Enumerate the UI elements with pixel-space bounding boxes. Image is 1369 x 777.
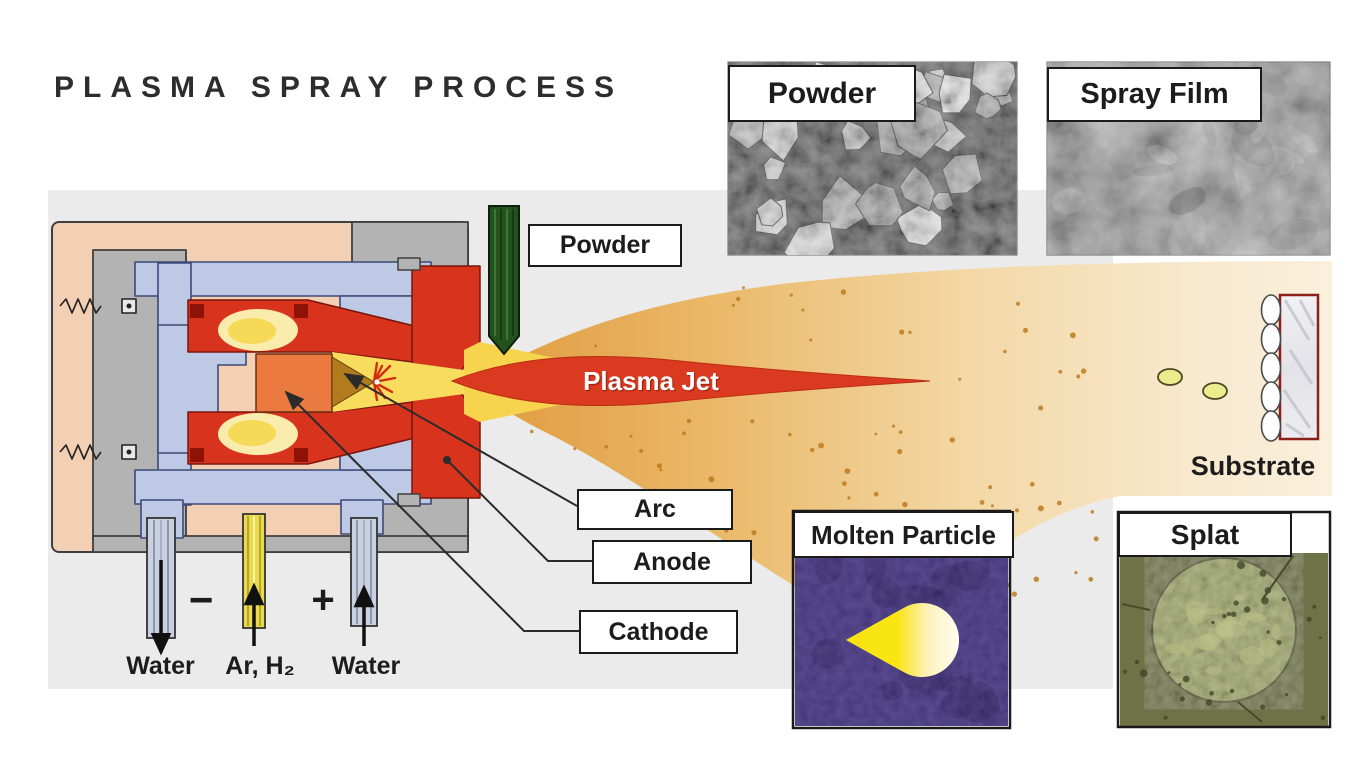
cathode-polarity-sign: − [188,576,214,623]
molten-particle-panel-label: Molten Particle [793,511,1014,558]
diagram-title: PLASMA SPRAY PROCESS [54,71,623,104]
splat-panel-label: Splat [1118,512,1292,557]
spring-seals [59,298,137,460]
plasma-jet [450,342,931,422]
gas-flow-yellow [218,309,464,455]
anode-leader [446,459,594,562]
powder-injector-tube [488,205,520,356]
in-flight-particles [1157,368,1228,400]
water-in-label: Water [126,651,195,680]
plasma-torch [51,221,481,553]
substrate-label: Substrate [1190,450,1316,481]
gas-label: Ar, H₂ [225,651,295,680]
powder-panel-label: Powder [728,65,916,122]
feed-tubes [146,513,378,656]
arc-leader [343,373,578,507]
cathode-leader [284,390,580,632]
panel-molten-particle-image [791,509,1012,730]
arc-label-box: Arc [577,489,733,530]
substrate [1260,293,1320,442]
spray-film-panel-label: Spray Film [1047,67,1262,122]
arc-sparks [372,361,397,402]
powder-label-box: Powder [528,224,682,267]
water-out-label: Water [331,651,401,680]
molten-droplet [846,603,960,678]
anode-label-box: Anode [592,540,752,584]
plasma-jet-label: Plasma Jet [583,366,719,396]
anode-polarity-sign: + [311,578,335,622]
panel-splat-image [1116,510,1332,729]
leader-lines [284,373,594,632]
gas-tube [242,513,266,646]
spray-plume [472,261,1332,636]
water-tube-right [350,517,378,646]
cathode-label-box: Cathode [579,610,738,654]
water-tube-left [146,517,176,656]
nozzle-clamp-tabs [397,257,421,507]
